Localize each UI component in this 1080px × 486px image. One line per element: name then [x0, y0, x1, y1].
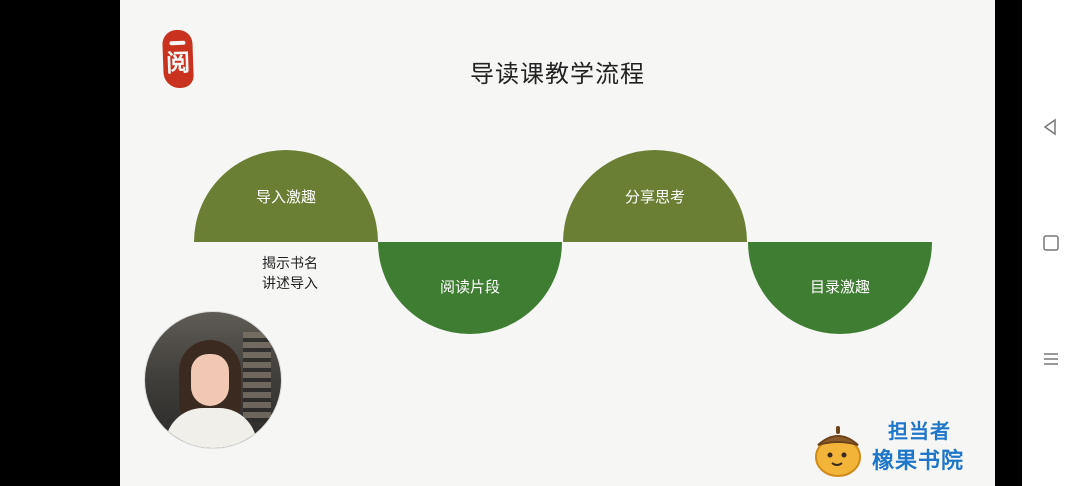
- background-shelf: [243, 332, 271, 422]
- stage-note: 揭示书名 讲述导入: [248, 254, 332, 294]
- brand-line-2: 橡果书院: [872, 443, 964, 475]
- triangle-back-icon[interactable]: [1040, 116, 1062, 138]
- presenter-face: [191, 354, 229, 406]
- stage-note-line-1: 讲述导入: [248, 274, 332, 294]
- menu-lines-icon[interactable]: [1040, 348, 1062, 370]
- brand-line-1: 担当者: [888, 415, 951, 444]
- acorn-mascot-icon: [810, 421, 866, 477]
- stage-note-line-0: 揭示书名: [248, 254, 332, 274]
- stage-label-0: 导入激趣: [256, 188, 316, 206]
- presenter-video-avatar: [144, 311, 282, 449]
- square-home-icon[interactable]: [1040, 232, 1062, 254]
- stage-label-3: 目录激趣: [810, 278, 870, 296]
- stage-label-1: 阅读片段: [440, 278, 500, 296]
- android-navigation-bar: [1022, 0, 1080, 486]
- mascot-brand: 担当者 橡果书院: [810, 415, 980, 481]
- stage-label-2: 分享思考: [625, 188, 685, 206]
- presentation-slide: 阅 导读课教学流程 导入激趣 阅读片段 分享思考 目录激趣 揭示书名 讲述导入: [120, 0, 995, 486]
